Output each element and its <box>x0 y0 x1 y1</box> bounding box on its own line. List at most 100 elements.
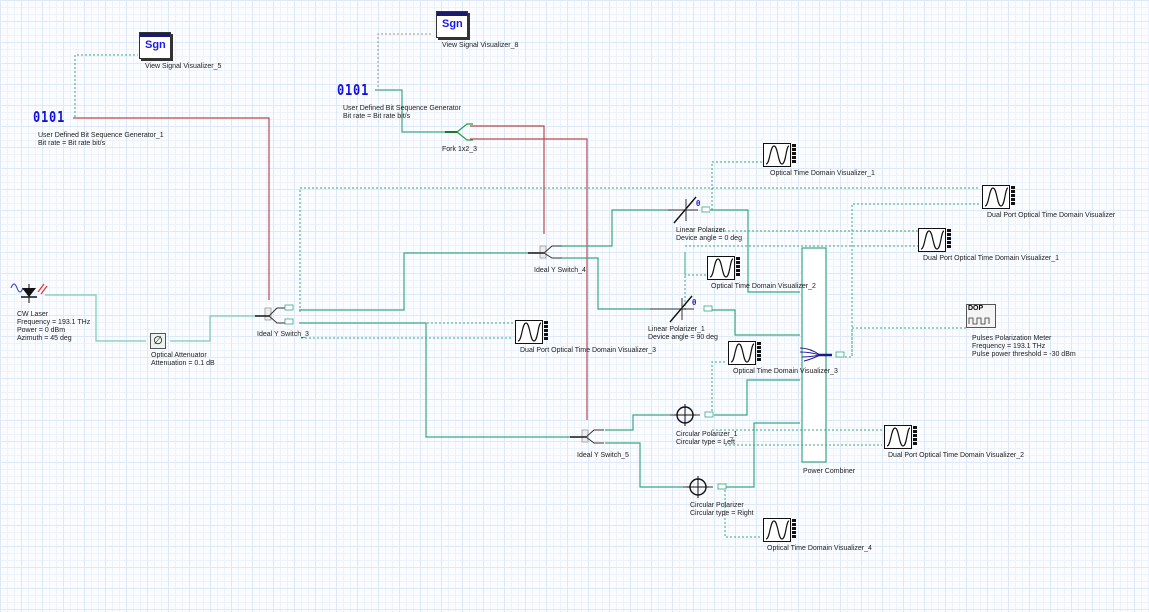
wire-cp1-combiner[interactable] <box>714 379 800 416</box>
attenuator-icon[interactable]: ∅ <box>150 333 166 349</box>
bsg-name: User Defined Bit Sequence Generator <box>343 105 461 112</box>
wire-laser-atten[interactable] <box>45 294 146 342</box>
ppm-name: Pulses Polarization Meter <box>972 335 1052 342</box>
y-switch-3-icon[interactable] <box>255 300 301 328</box>
lp0-param: Device angle = 0 deg <box>676 235 742 242</box>
circular-polarizer-icon[interactable] <box>683 474 729 502</box>
linear-polarizer-1-label: Linear Polarizer_1 Device angle = 90 deg <box>648 326 718 342</box>
bit-sequence-generator-1[interactable]: 0101 <box>33 108 66 126</box>
ppm-threshold: Pulse power threshold = -30 dBm <box>972 351 1076 358</box>
wire-ys4-lp0[interactable] <box>562 209 668 247</box>
attenuator-label: Optical Attenuator Attenuation = 0.1 dB <box>151 352 215 368</box>
waveform-icon <box>886 427 911 447</box>
fork-label: Fork 1x2_3 <box>442 146 478 153</box>
optical-time-domain-visualizer-3[interactable] <box>728 341 756 365</box>
mon-bsg1-vsv5[interactable] <box>74 54 138 117</box>
optical-time-domain-visualizer-2[interactable] <box>707 256 735 280</box>
y-switch-5-icon[interactable] <box>570 420 606 448</box>
y-switch-4-icon[interactable] <box>528 236 564 264</box>
cp-name: Circular Polarizer <box>690 502 744 509</box>
optical-time-domain-visualizer-4[interactable] <box>763 518 791 542</box>
laser-icon[interactable] <box>10 280 48 304</box>
laser-frequency: Frequency = 193.1 THz <box>17 319 91 326</box>
port-indicator-icon <box>947 229 951 249</box>
attenuator-param: Attenuation = 0.1 dB <box>151 360 215 367</box>
svg-text:θ: θ <box>692 298 696 307</box>
y-switch-5-label: Ideal Y Switch_5 <box>577 452 629 459</box>
bsg1-name: User Defined Bit Sequence Generator_1 <box>38 132 164 139</box>
waveform-icon <box>709 258 734 278</box>
cp-param: Circular type = Right <box>690 510 754 517</box>
fork-icon[interactable] <box>445 122 473 144</box>
mon-ys3-dpv[interactable] <box>299 187 980 312</box>
port-indicator-icon <box>913 426 917 446</box>
wire-ys3-ys5[interactable] <box>299 322 570 438</box>
waveform-icon <box>730 343 755 363</box>
optical-time-domain-visualizer-2-label: Optical Time Domain Visualizer_2 <box>711 283 816 290</box>
dual-port-otdv[interactable] <box>982 185 1010 209</box>
cp1-param: Circular type = Left <box>676 439 735 446</box>
mon-lp0-otdv1[interactable] <box>711 161 762 210</box>
port-indicator-icon <box>792 519 796 539</box>
linear-polarizer-icon[interactable]: θ <box>668 195 710 225</box>
port-indicator-icon <box>544 321 548 341</box>
port-indicator-icon <box>1011 186 1015 206</box>
vsv8-label: View Signal Visualizer_8 <box>442 42 519 49</box>
wire-fork-ys4[interactable] <box>470 125 545 234</box>
wire-lp0-combiner[interactable] <box>710 209 800 293</box>
wire-cp-combiner[interactable] <box>725 422 800 488</box>
waveform-icon <box>765 520 790 540</box>
wire-ys4-lp1[interactable] <box>562 257 650 310</box>
wire-ys5-cp1[interactable] <box>605 414 670 431</box>
mon-combiner-ppm[interactable] <box>845 327 966 358</box>
polarization-meter-label: Pulses Polarization Meter Frequency = 19… <box>972 335 1076 359</box>
mon-cp1-otdv3[interactable] <box>711 361 727 415</box>
port-indicator-icon <box>757 342 761 362</box>
polarization-meter-icon[interactable]: DOP <box>966 304 996 328</box>
svg-text:θ: θ <box>696 199 700 208</box>
linear-polarizer-1-icon[interactable]: θ <box>650 294 714 324</box>
wire-bsg-fork[interactable] <box>375 89 445 133</box>
mon-lp1-otdv2[interactable] <box>684 252 706 310</box>
optical-time-domain-visualizer-1[interactable] <box>763 143 791 167</box>
waveform-icon <box>920 230 945 250</box>
wire-bsg1-ys3[interactable] <box>73 117 270 300</box>
dual-port-otdv-3-label: Dual Port Optical Time Domain Visualizer… <box>520 347 657 354</box>
lp1-name: Linear Polarizer_1 <box>648 326 705 333</box>
dop-glyph: DOP <box>968 305 984 312</box>
sgn-icon: Sgn <box>442 18 463 30</box>
wire-ys3-ys4[interactable] <box>299 252 528 311</box>
bit-sequence-generator[interactable]: 0101 <box>337 81 370 99</box>
laser-label: CW Laser Frequency = 193.1 THz Power = 0… <box>17 311 90 343</box>
sgn-icon: Sgn <box>145 39 166 51</box>
mon-combiner-dpv[interactable] <box>851 203 980 355</box>
port-indicator-icon <box>736 257 740 277</box>
laser-name: CW Laser <box>17 311 49 318</box>
attenuator-name: Optical Attenuator <box>151 352 207 359</box>
dual-port-otdv-3[interactable] <box>515 320 543 344</box>
vsv5-label: View Signal Visualizer_5 <box>145 63 222 70</box>
port-indicator-icon <box>792 144 796 164</box>
wire-ys5-cp[interactable] <box>605 442 683 488</box>
laser-power: Power = 0 dBm <box>17 327 66 334</box>
wire-fork-ys5[interactable] <box>470 138 588 420</box>
waveform-icon <box>517 322 542 342</box>
linear-polarizer-label: Linear Polarizer Device angle = 0 deg <box>676 227 742 243</box>
mon-bsg-vsv8[interactable] <box>377 33 433 87</box>
circular-polarizer-1-icon[interactable] <box>670 402 716 430</box>
bsg-param: Bit rate = Bit rate bit/s <box>343 113 411 120</box>
wire-atten-ys3[interactable] <box>170 315 255 342</box>
lp1-param: Device angle = 90 deg <box>648 334 718 341</box>
wire-lp1-combiner[interactable] <box>712 309 800 336</box>
dual-port-otdv-2[interactable] <box>884 425 912 449</box>
bsg1-param: Bit rate = Bit rate bit/s <box>38 140 106 147</box>
dual-port-otdv-2-label: Dual Port Optical Time Domain Visualizer… <box>888 452 1025 459</box>
lp0-name: Linear Polarizer <box>676 227 726 234</box>
view-signal-visualizer-8[interactable]: Sgn <box>436 11 468 38</box>
view-signal-visualizer-5[interactable]: Sgn <box>139 32 171 59</box>
circular-polarizer-label: Circular Polarizer Circular type = Right <box>690 502 754 518</box>
power-combiner-icon[interactable] <box>800 345 848 365</box>
dual-port-otdv-1[interactable] <box>918 228 946 252</box>
